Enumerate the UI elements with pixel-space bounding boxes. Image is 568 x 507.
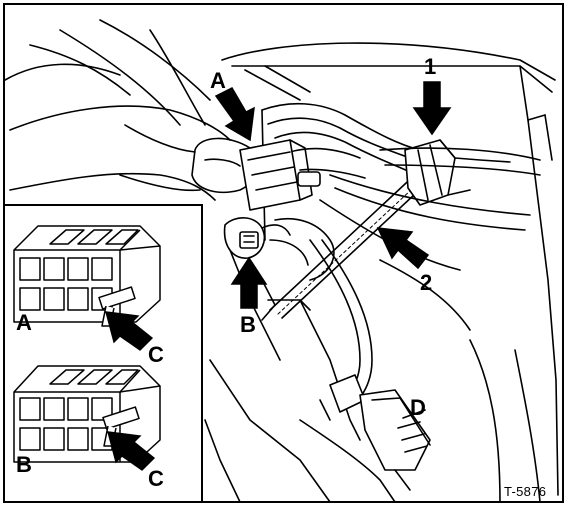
- inset-arrows: [105, 311, 156, 471]
- diagonal-harness: [261, 169, 431, 321]
- main-scene: [4, 19, 559, 503]
- wire-loops: [269, 217, 335, 281]
- inset-connector-top: [13, 225, 161, 327]
- arrow-c-bottom: [107, 431, 156, 471]
- callout-label-a: A: [210, 68, 226, 93]
- figure-code: T-5876: [504, 484, 546, 499]
- lower-panel: [299, 339, 541, 503]
- connector-a: [239, 139, 321, 211]
- arrow-b: [230, 256, 268, 309]
- callout-labels: A 1 2 B D: [210, 54, 436, 420]
- callout-label-d: D: [410, 395, 426, 420]
- arrow-a: [214, 87, 255, 142]
- wire-harness-right: [309, 147, 541, 407]
- inset-label-b: B: [16, 452, 32, 477]
- connector-d: [319, 374, 431, 491]
- arrow-2: [376, 227, 430, 270]
- inset-label-c-bottom: C: [148, 466, 164, 491]
- inset-panel: A B C C: [3, 204, 203, 503]
- inset-label-a: A: [16, 310, 32, 335]
- inset-label-c-top: C: [148, 342, 164, 367]
- arrow-1: [412, 81, 452, 136]
- arrow-c-top: [105, 311, 154, 351]
- callout-arrows: [214, 81, 452, 309]
- connector-b: [223, 217, 291, 259]
- clamp-1: [404, 139, 511, 206]
- callout-label-2: 2: [420, 270, 432, 295]
- callout-label-1: 1: [424, 54, 436, 79]
- callout-label-b: B: [240, 312, 256, 337]
